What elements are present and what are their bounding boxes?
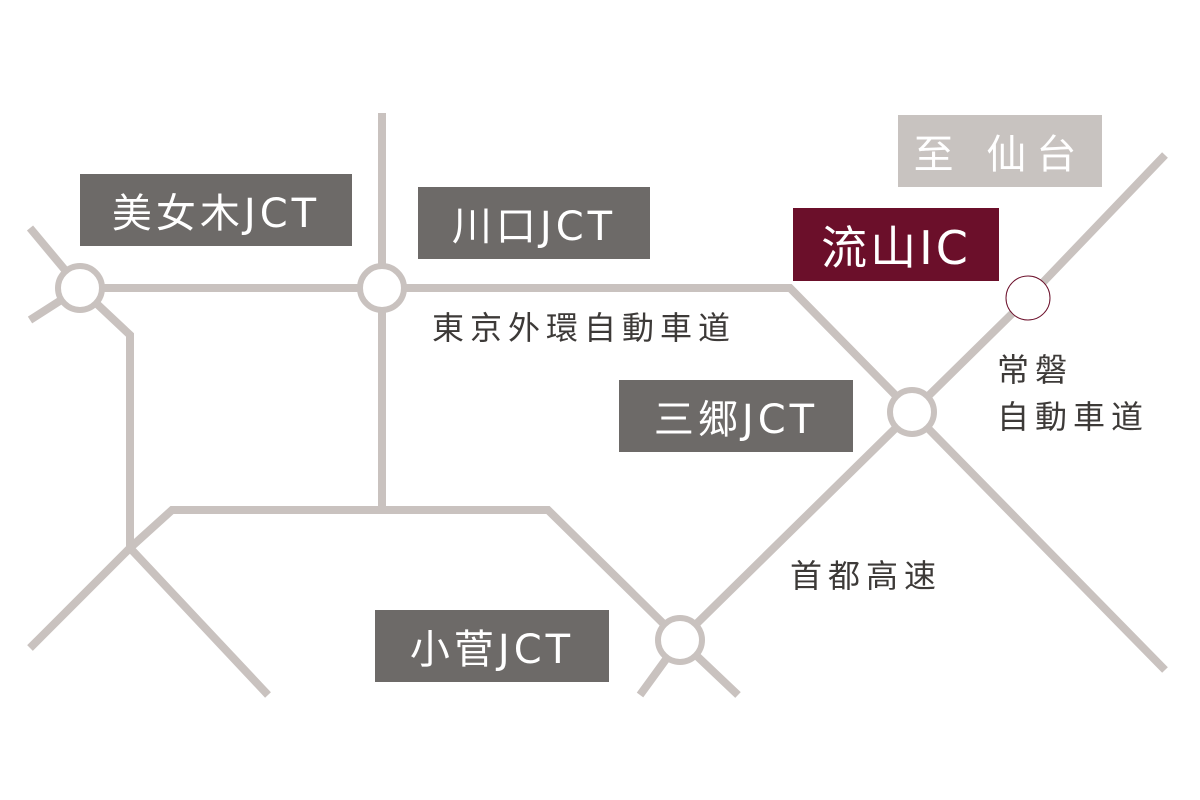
kawaguchi-jct-label: 川口JCT [418,187,650,259]
joban-road-label-line2: 自動車道 [997,398,1150,436]
kosuge-jct-node [655,615,705,665]
shuto-road-label: 首都高速 [790,557,943,595]
bijogi-southeast-branch [127,545,271,698]
destination-sendai-label: 至 仙台 [898,115,1102,187]
misato-jct-node [887,387,937,437]
gaikan-expressway-line [27,284,915,415]
shuto-loop-line [127,506,741,698]
gaikan-road-label: 東京外環自動車道 [432,309,737,347]
bijogi-jct-node [55,263,105,313]
nagareyama-ic-node [1005,275,1051,321]
nagareyama-ic-label: 流山IC [793,208,999,281]
joban-road-label-line1: 常磐 [997,351,1074,389]
bijogi-south-line [77,285,134,548]
bijogi-southwest-branch [27,545,133,651]
bijogi-jct-label: 美女木JCT [80,174,352,246]
misato-southeast-line [909,409,1168,673]
kawaguchi-jct-node [357,263,407,313]
junction-nodes [55,263,1051,665]
kosuge-jct-label: 小菅JCT [375,610,609,682]
misato-jct-label: 三郷JCT [619,380,853,452]
